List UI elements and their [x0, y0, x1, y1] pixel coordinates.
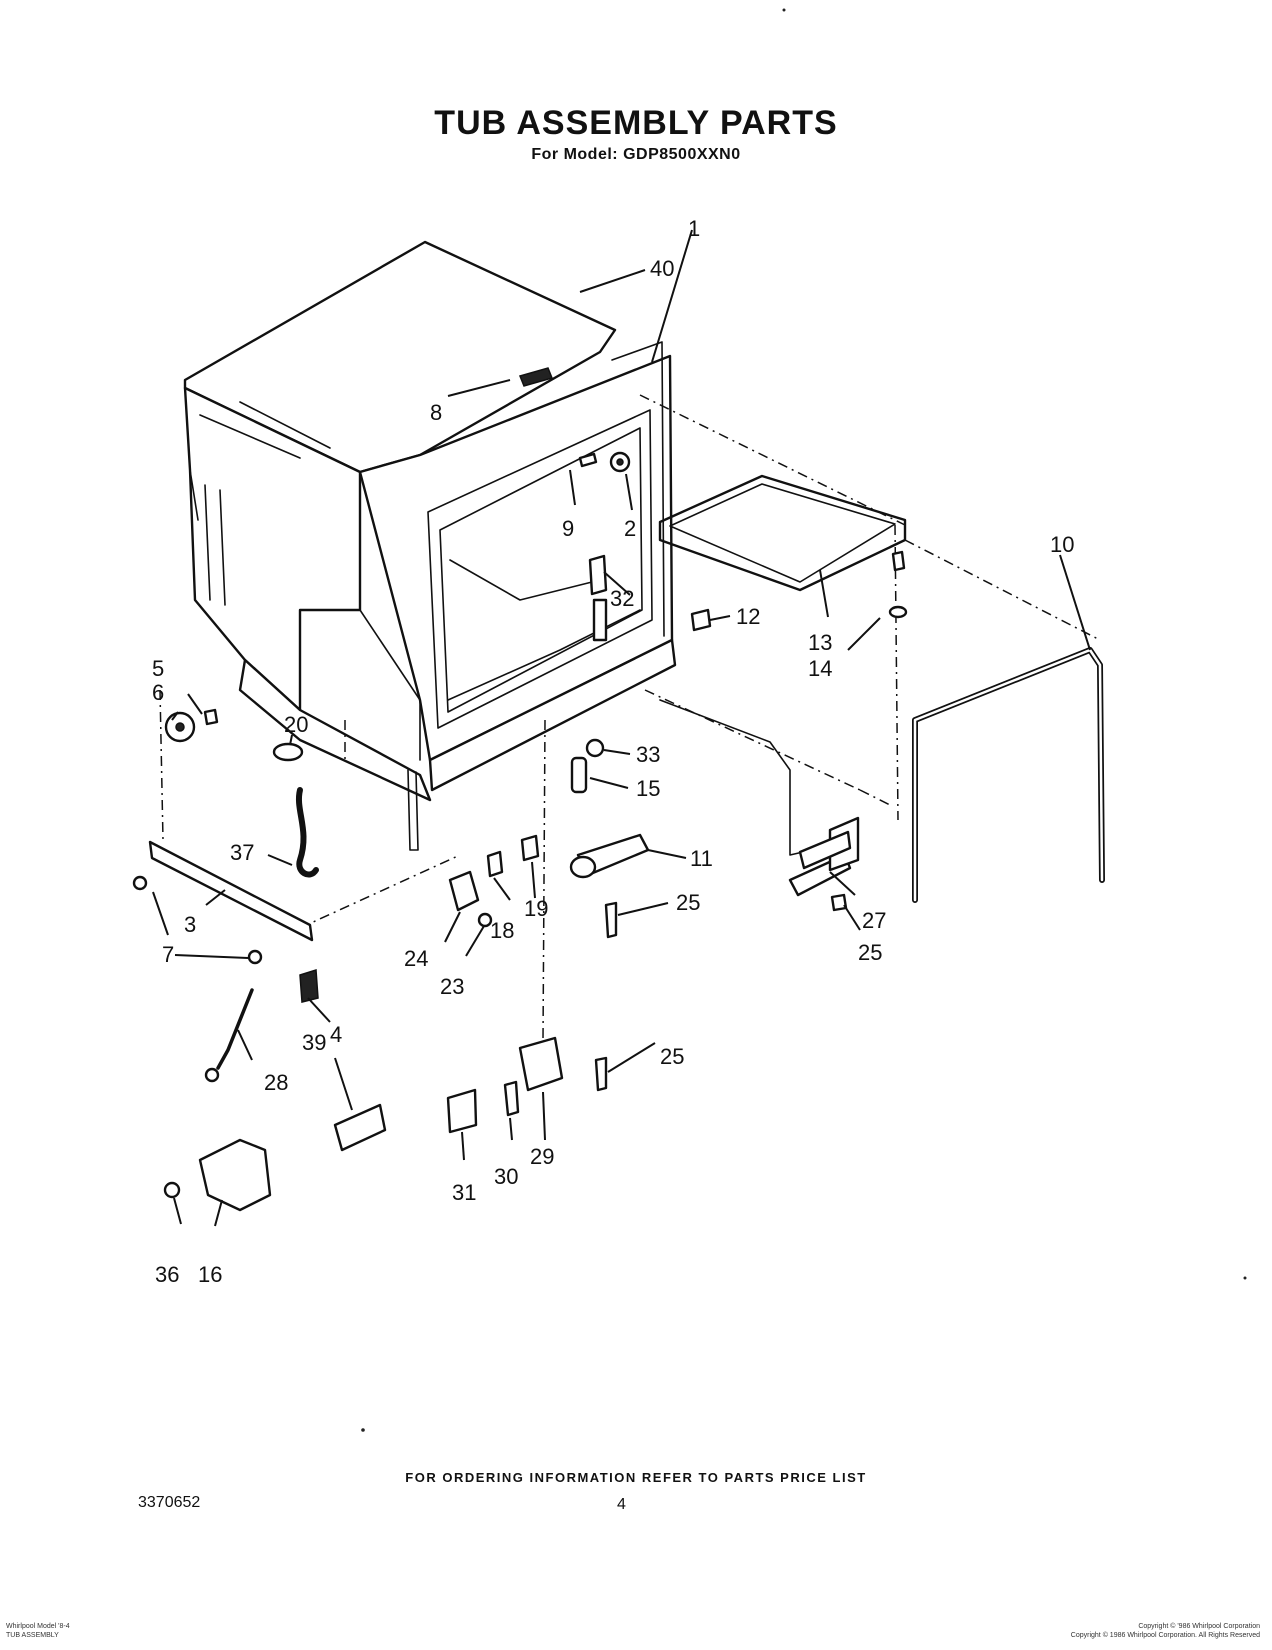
ordering-info: FOR ORDERING INFORMATION REFER TO PARTS …	[405, 1470, 867, 1485]
callout-31: 31	[452, 1180, 476, 1205]
footer-copyright: Copyright © '986 Whirlpool Corporation C…	[1071, 1622, 1260, 1640]
callout-23: 23	[440, 974, 464, 999]
callout-5: 5	[152, 656, 164, 681]
callout-2: 2	[624, 516, 636, 541]
callout-30: 30	[494, 1164, 518, 1189]
footer-left-note: Whirlpool Model '8-4 TUB ASSEMBLY	[6, 1622, 70, 1640]
callout-11: 11	[690, 846, 713, 871]
callout-32: 32	[610, 586, 634, 611]
print-specks	[361, 8, 1247, 1432]
footer-right-line2: Copyright © 1986 Whirlpool Corporation. …	[1070, 1632, 1260, 1639]
callout-24: 24	[404, 946, 428, 971]
callout-6: 6	[152, 680, 164, 705]
footer-left-line1: Whirlpool Model '8-4	[6, 1623, 70, 1630]
callout-4: 4	[330, 1022, 342, 1047]
callout-15: 15	[636, 776, 660, 801]
footer-right-line1: Copyright © '986 Whirlpool Corporation	[1138, 1623, 1260, 1630]
tub-assembly	[183, 240, 677, 851]
page-title: TUB ASSEMBLY PARTS	[434, 104, 838, 142]
callout-33: 33	[636, 742, 660, 767]
model-line: For Model: GDP8500XXN0	[531, 146, 741, 163]
document-number: 3370652	[138, 1494, 201, 1511]
hardware-parts	[132, 367, 908, 1212]
callout-25c: 25	[660, 1044, 684, 1069]
callout-7: 7	[162, 942, 174, 967]
callout-14: 14	[808, 656, 832, 681]
callout-12: 12	[736, 604, 760, 629]
callout-10: 10	[1050, 532, 1074, 557]
callout-19: 19	[524, 896, 548, 921]
callout-9: 9	[562, 516, 574, 541]
callout-28: 28	[264, 1070, 288, 1095]
callout-36: 36	[155, 1262, 179, 1287]
callout-20: 20	[284, 712, 308, 737]
callout-27: 27	[862, 908, 886, 933]
page-number: 4	[617, 1496, 626, 1513]
callout-3: 3	[184, 912, 196, 937]
callout-16: 16	[198, 1262, 222, 1287]
u-rail-part-10	[912, 647, 1105, 903]
callout-40: 40	[650, 256, 674, 281]
callout-25b: 25	[858, 940, 882, 965]
callout-39: 39	[302, 1030, 326, 1055]
callout-18: 18	[490, 918, 514, 943]
callout-8: 8	[430, 400, 442, 425]
callout-1: 1	[688, 216, 700, 241]
callout-13: 13	[808, 630, 832, 655]
footer-left-line2: TUB ASSEMBLY	[6, 1632, 59, 1639]
dash-dot-lines	[159, 394, 1101, 1041]
callout-29: 29	[530, 1144, 554, 1169]
callout-leaders	[152, 229, 1091, 1227]
callout-25a: 25	[676, 890, 700, 915]
callout-37: 37	[230, 840, 254, 865]
rack-frame-part-13	[658, 474, 907, 592]
callout-labels: 1 40 8 9 2 32 12 13 14 10 33 15 11 25 27…	[152, 216, 1074, 1287]
